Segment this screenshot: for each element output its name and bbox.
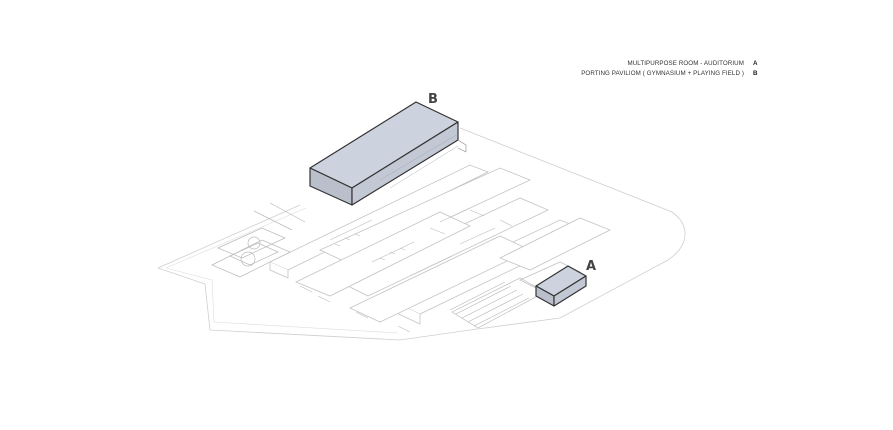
site-inner-boundary: [165, 207, 399, 334]
legend-item-b: PORTING PAVILIOM ( GYMNASIUM + PLAYING F…: [581, 70, 759, 77]
building-b-label: B: [428, 92, 438, 107]
site-boundary: [157, 127, 686, 341]
legend-item-a: MULTIPURPOSE ROOM - AUDITORIUM A: [627, 60, 759, 67]
building-a: [535, 265, 587, 307]
building-a-label: A: [586, 259, 597, 274]
legend-text-a: MULTIPURPOSE ROOM - AUDITORIUM: [627, 60, 744, 67]
legend-letter-a: A: [753, 60, 758, 67]
legend-letter-b: B: [753, 70, 758, 77]
classroom-wings: [269, 164, 611, 325]
courtyard-details: [299, 207, 513, 333]
legend-text-b: PORTING PAVILIOM ( GYMNASIUM + PLAYING F…: [581, 70, 744, 77]
building-b: [309, 101, 467, 206]
